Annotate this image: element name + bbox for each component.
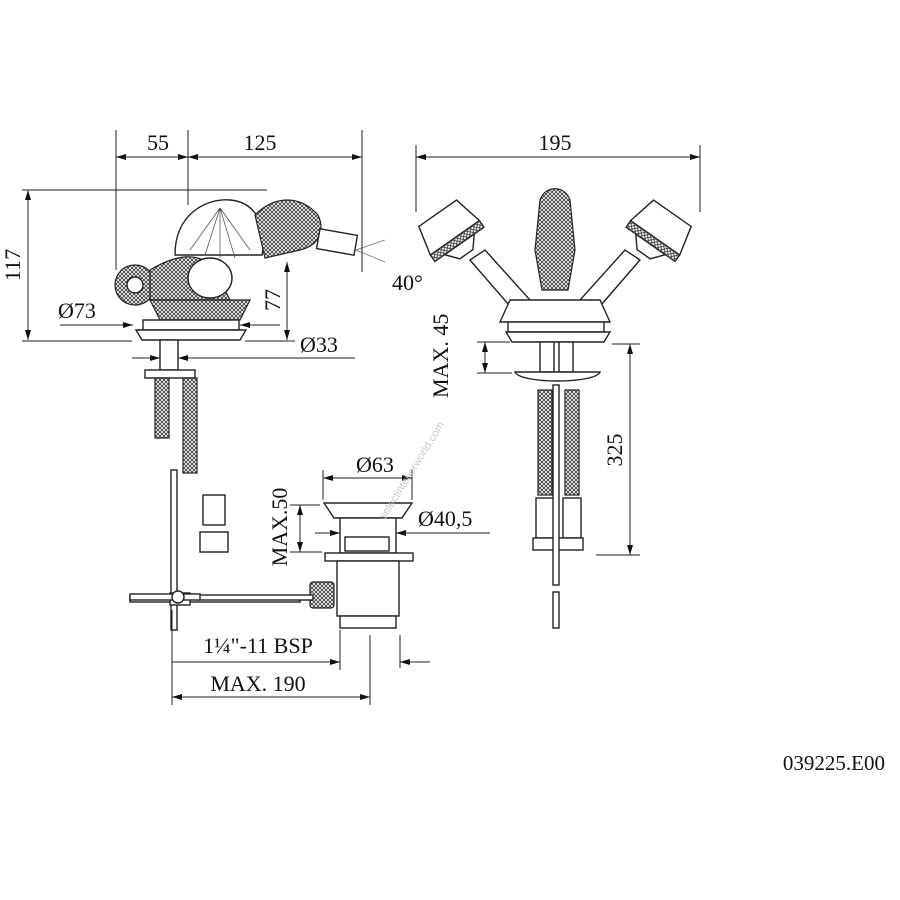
front-view: 195 MAX. 45 325 [415, 130, 701, 629]
pop-up-waste [129, 502, 414, 629]
dimension-lines-front [415, 145, 701, 556]
drain-view: Ø63 Ø40,5 MAX.50 1¼"-11 BSP MAX. 190 [129, 452, 490, 705]
dim-spout-offset: 55 [147, 130, 169, 155]
faucet-front-body [417, 188, 693, 629]
dimension-lines-side [22, 130, 363, 361]
dim-body-diameter: Ø40,5 [418, 506, 472, 531]
dim-max-length: MAX. 190 [210, 671, 305, 696]
side-view: 55 125 117 Ø73 77 Ø33 40° [0, 130, 423, 631]
dim-height: 117 [0, 249, 25, 281]
dim-spout-height: 77 [260, 289, 285, 311]
dim-hole-diameter: Ø33 [300, 332, 338, 357]
dim-spout-reach: 125 [244, 130, 277, 155]
dim-width: 195 [539, 130, 572, 155]
faucet-side-body [114, 199, 386, 631]
dim-thread: 1¼"-11 BSP [203, 633, 313, 658]
dim-drain-max-thickness: MAX.50 [267, 488, 292, 567]
dim-hose-length: 325 [602, 434, 627, 467]
dim-spray-angle: 40° [392, 270, 423, 295]
dim-max-thickness: MAX. 45 [428, 314, 453, 398]
dimension-lines-drain [171, 470, 490, 705]
dim-flange-diameter: Ø63 [356, 452, 394, 477]
drawing-code: 039225.E00 [783, 751, 885, 775]
dim-base-diameter: Ø73 [58, 298, 96, 323]
